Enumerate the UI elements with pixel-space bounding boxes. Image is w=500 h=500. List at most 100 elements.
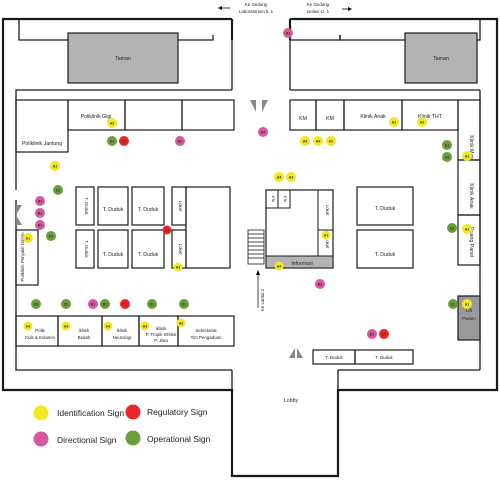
bottom-rooms — [15, 315, 235, 347]
svg-text:Directional Sign: Directional Sign — [57, 435, 117, 445]
tduduk-10: T. Duduk — [375, 355, 393, 360]
lobby-label: Lobby — [284, 398, 299, 404]
klinik-anak-right-label: Klinik Anak — [468, 183, 474, 209]
sekretariat-label-2: Tim Pengaduan — [191, 335, 222, 340]
svg-text:B4: B4 — [261, 131, 266, 135]
legend-operational: Operational Sign — [125, 430, 211, 446]
door-left-side — [16, 205, 22, 225]
arrow-up-icon — [256, 270, 260, 275]
poli-tropik-label-1: iklinik — [156, 326, 168, 331]
garden-left-label: Taman — [115, 56, 131, 62]
top-right-rooms — [289, 99, 481, 266]
svg-text:B1: B1 — [38, 212, 43, 216]
staircase — [247, 229, 265, 265]
svg-text:A1: A1 — [26, 237, 31, 241]
poli-penyakit-dalam-label: Poliklinik Penyakit Dalam — [20, 232, 25, 281]
svg-text:A3: A3 — [26, 325, 31, 329]
svg-text:A4: A4 — [277, 265, 282, 269]
tduduk-1: T. Duduk — [84, 197, 89, 215]
svg-text:A1: A1 — [53, 165, 58, 169]
svg-text:B1: B1 — [286, 32, 291, 36]
svg-text:D1: D1 — [49, 235, 54, 239]
svg-text:B1: B1 — [370, 333, 375, 337]
garden-left: Taman — [67, 32, 179, 84]
svg-text:D1: D1 — [445, 144, 450, 148]
klinik-mata-label: Klinik Mata — [468, 135, 474, 160]
legend-identification: Identification Sign — [33, 405, 124, 421]
klinik-tht-label: Klinik THT — [418, 114, 443, 120]
arrow-right-icon — [348, 7, 352, 11]
arrow-left-icon — [218, 6, 222, 10]
svg-text:B1: B1 — [38, 224, 43, 228]
svg-text:D1: D1 — [150, 303, 155, 307]
tduduk-5: T. Duduk — [138, 207, 159, 213]
tduduk-7: T. Duduk — [375, 206, 396, 212]
svg-text:D1: D1 — [450, 227, 455, 231]
svg-text:D1: D1 — [56, 189, 61, 193]
tduduk-6: T. Duduk — [138, 252, 159, 258]
svg-text:D1: D1 — [182, 303, 187, 307]
poli-gigi-label: Poliklinik Gigi — [81, 114, 112, 120]
garden-right: Taman — [404, 32, 478, 84]
svg-text:A1: A1 — [324, 234, 329, 238]
ruang-panel-label: Ruang Panel — [468, 227, 474, 257]
poli-bedah-label-2: Bedah — [78, 335, 91, 340]
svg-text:B2: B2 — [178, 140, 183, 144]
svg-text:D1: D1 — [103, 303, 108, 307]
klinik-anak-top-label: Klinik Anak — [360, 114, 386, 120]
svg-text:D1: D1 — [445, 156, 450, 160]
to-lab-line2: Laboratorium lt. 1 — [239, 9, 274, 14]
doors-entrance — [289, 348, 303, 358]
svg-text:C1: C1 — [122, 140, 127, 144]
svg-text:A4: A4 — [316, 140, 321, 144]
svg-text:A4: A4 — [277, 176, 282, 180]
tduduk-9: T. Duduk — [325, 355, 343, 360]
garden-right-label: Taman — [433, 56, 449, 62]
kta-2: KTA — [283, 196, 287, 203]
km1-label: KM — [299, 116, 307, 122]
svg-text:A1: A1 — [465, 155, 470, 159]
tduduk-8: T. Duduk — [375, 252, 396, 258]
svg-text:A3: A3 — [176, 266, 181, 270]
loket-right-2: Loket — [325, 238, 330, 250]
to-lab-line1: Ke Gedung — [245, 2, 268, 7]
svg-text:A3: A3 — [289, 176, 294, 180]
to-isolation-line2: Isolasi Lt. 1 — [307, 9, 330, 14]
poli-neuro-label-2: Neurologi — [113, 335, 132, 340]
top-left-rooms — [15, 99, 235, 153]
poli-tropik-label-2: P. Tropik Infeksi — [146, 332, 177, 337]
sign-markers: B1 A3 D1 C1 B2 B4 A4 A4 A2 A3 A3 D1 D1 A… — [23, 28, 472, 339]
lift-label-2: Pasien — [462, 316, 476, 321]
svg-text:B1: B1 — [91, 303, 96, 307]
to-floor-2: Ke Lantai 2 — [256, 270, 265, 311]
top-navigation: Ke Gedung Laboratorium lt. 1 Ke Gedung I… — [218, 2, 352, 14]
svg-text:A3: A3 — [64, 325, 69, 329]
central-service-block: KTA KTA Loket Loket Informasi — [265, 189, 334, 269]
tduduk-4: T. Duduk — [103, 252, 124, 258]
svg-text:B1: B1 — [38, 200, 43, 204]
poli-bedah-label-1: iklinik — [79, 328, 91, 333]
km2-label: KM — [326, 116, 334, 122]
tduduk-3: T. Duduk — [103, 207, 124, 213]
loket-right-1: Loket — [325, 205, 330, 217]
legend-directional: Directional Sign — [33, 431, 117, 447]
svg-text:Identification Sign: Identification Sign — [57, 408, 124, 418]
informasi-label: Informasi — [291, 261, 312, 267]
doors-top-center — [250, 100, 268, 112]
legend: Identification Sign Regulatory Sign Dire… — [33, 404, 211, 447]
poli-kulit-label-1: Polik — [35, 328, 45, 333]
legend-regulatory: Regulatory Sign — [125, 404, 208, 420]
svg-text:D1: D1 — [110, 140, 115, 144]
svg-text:Operational Sign: Operational Sign — [147, 434, 211, 444]
svg-text:D1: D1 — [451, 303, 456, 307]
poli-penyakit-dalam: Poliklinik Penyakit Dalam — [15, 229, 39, 286]
svg-text:A1: A1 — [465, 303, 470, 307]
svg-text:C1: C1 — [123, 303, 128, 307]
poli-neuro-label-1: iklinik — [117, 328, 129, 333]
svg-text:C3: C3 — [165, 229, 170, 233]
loket-left-2: Loket — [178, 244, 183, 256]
svg-text:A3: A3 — [106, 325, 111, 329]
svg-text:A2: A2 — [329, 140, 334, 144]
svg-text:D1: D1 — [64, 303, 69, 307]
